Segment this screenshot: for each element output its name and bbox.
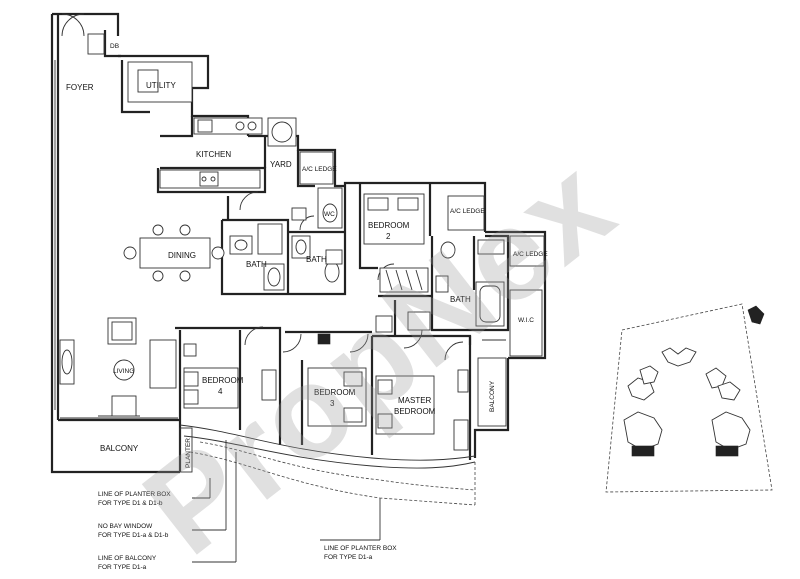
room-labels: DB FOYER UTILITY KITCHEN YARD A/C LEDGE …	[66, 43, 548, 468]
room-label-db: DB	[110, 43, 119, 50]
note-balcony-line1: LINE OF BALCONY	[98, 555, 157, 562]
partition-walls	[156, 116, 510, 460]
room-label-bedroom-4-line1: BEDROOM	[202, 376, 244, 385]
note-bay-line2: FOR TYPE D1-a & D1-b	[98, 532, 169, 539]
room-label-bath-1: BATH	[246, 260, 267, 269]
room-label-dining: DINING	[168, 251, 196, 260]
block-shapes	[623, 305, 765, 457]
note-planter-d1a-line1: LINE OF PLANTER BOX	[324, 545, 397, 552]
room-label-yard: YARD	[270, 160, 292, 169]
room-label-bedroom-3-line1: BEDROOM	[314, 388, 356, 397]
site-key-plan	[605, 303, 773, 493]
note-leaders	[192, 440, 381, 563]
notes: LINE OF PLANTER BOX FOR TYPE D1 & D1-b N…	[98, 491, 397, 571]
room-label-bedroom-3-line2: 3	[330, 399, 335, 408]
room-label-bath-3: BATH	[450, 295, 471, 304]
room-label-utility: UTILITY	[146, 81, 176, 90]
room-label-balcony: BALCONY	[100, 444, 139, 453]
note-bay-line1: NO BAY WINDOW	[98, 523, 153, 530]
room-label-master-line2: BEDROOM	[394, 407, 436, 416]
room-label-ac-ledge-2: A/C LEDGE	[450, 208, 485, 215]
room-label-master-line1: MASTER	[398, 396, 432, 405]
room-label-ac-ledge-1: A/C LEDGE	[302, 166, 337, 173]
room-label-bedroom-4-line2: 4	[218, 387, 223, 396]
room-label-foyer: FOYER	[66, 83, 94, 92]
room-label-living: LIVING	[113, 368, 134, 375]
room-label-planter: PLANTER	[185, 438, 192, 468]
room-label-wic: W.I.C	[518, 317, 534, 324]
note-balcony-line2: FOR TYPE D1-a	[98, 564, 147, 571]
doors-windows	[54, 13, 545, 427]
room-label-bath-2: BATH	[306, 255, 327, 264]
room-label-bedroom-2-line2: 2	[386, 232, 391, 241]
note-planter-d1a-line2: FOR TYPE D1-a	[324, 554, 373, 561]
furniture	[59, 61, 505, 506]
room-label-bedroom-2-line1: BEDROOM	[368, 221, 410, 230]
room-label-kitchen: KITCHEN	[196, 150, 231, 159]
note-planter-d1-line2: FOR TYPE D1 & D1-b	[98, 500, 163, 507]
room-label-balcony-side: BALCONY	[489, 380, 496, 412]
room-label-wc: WC	[324, 211, 335, 218]
note-planter-d1-line1: LINE OF PLANTER BOX	[98, 491, 171, 498]
room-label-ac-ledge-3: A/C LEDGE	[513, 251, 548, 258]
